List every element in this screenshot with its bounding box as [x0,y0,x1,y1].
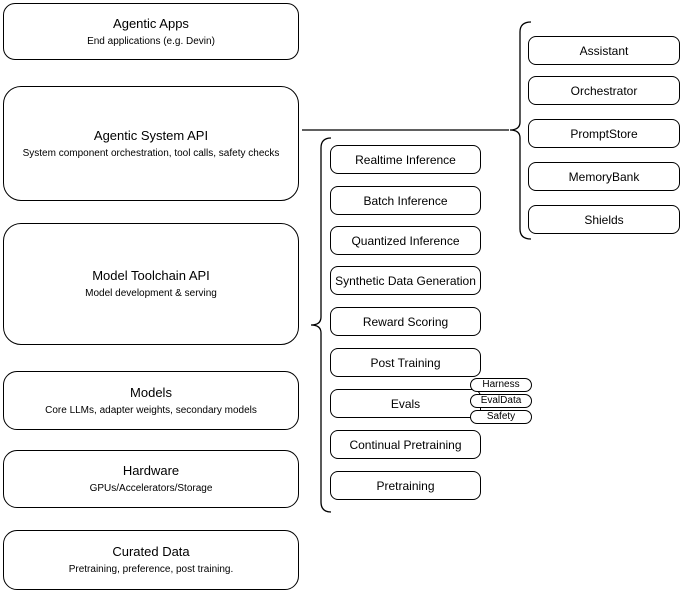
node-label: Assistant [579,43,629,58]
node-realtime-inference: Realtime Inference [330,145,481,174]
node-subtitle: Model development & serving [85,288,217,299]
tag-label: Safety [486,411,516,422]
node-label: MemoryBank [568,169,640,184]
node-curated-data: Curated Data Pretraining, preference, po… [3,530,299,590]
node-label: Post Training [370,355,441,370]
tag-label: Harness [482,379,520,390]
tag-evaldata: EvalData [470,394,532,408]
node-subtitle: System component orchestration, tool cal… [22,147,280,159]
node-evals: Evals [330,389,481,418]
node-title: Agentic Apps [113,15,189,31]
tag-label: EvalData [480,395,522,406]
node-label: PromptStore [570,126,638,141]
node-agentic-system-api: Agentic System API System component orch… [3,86,299,201]
node-subtitle: GPUs/Accelerators/Storage [89,483,213,494]
node-title: Agentic System API [93,127,209,143]
node-title: Models [130,384,172,400]
node-label: Continual Pretraining [349,437,462,452]
node-assistant: Assistant [528,36,680,65]
node-label: Batch Inference [363,193,448,208]
node-subtitle: End applications (e.g. Devin) [87,35,215,47]
node-label: Synthetic Data Generation [335,273,476,288]
node-title: Model Toolchain API [92,268,210,283]
node-synthetic-data-generation: Synthetic Data Generation [330,266,481,295]
node-label: Realtime Inference [355,152,456,167]
node-subtitle: Core LLMs, adapter weights, secondary mo… [45,404,257,416]
node-label: Reward Scoring [362,314,449,329]
tag-harness: Harness [470,378,532,392]
node-label: Evals [390,396,421,411]
node-promptstore: PromptStore [528,119,680,148]
node-post-training: Post Training [330,348,481,377]
node-continual-pretraining: Continual Pretraining [330,430,481,459]
node-shields: Shields [528,205,680,234]
node-agentic-apps: Agentic Apps End applications (e.g. Devi… [3,3,299,60]
node-title: Hardware [122,463,180,478]
node-subtitle: Pretraining, preference, post training. [68,564,234,575]
node-models: Models Core LLMs, adapter weights, secon… [3,371,299,430]
node-hardware: Hardware GPUs/Accelerators/Storage [3,450,299,508]
node-memorybank: MemoryBank [528,162,680,191]
node-model-toolchain-api: Model Toolchain API Model development & … [3,223,299,345]
node-label: Pretraining [376,478,435,493]
brace-toolchain-components [310,137,332,513]
node-label: Orchestrator [570,83,638,98]
node-label: Shields [584,212,624,227]
node-reward-scoring: Reward Scoring [330,307,481,336]
node-orchestrator: Orchestrator [528,76,680,105]
tag-safety: Safety [470,410,532,424]
node-quantized-inference: Quantized Inference [330,226,481,255]
node-label: Quantized Inference [351,233,460,248]
node-pretraining: Pretraining [330,471,481,500]
node-title: Curated Data [112,544,190,559]
node-batch-inference: Batch Inference [330,186,481,215]
